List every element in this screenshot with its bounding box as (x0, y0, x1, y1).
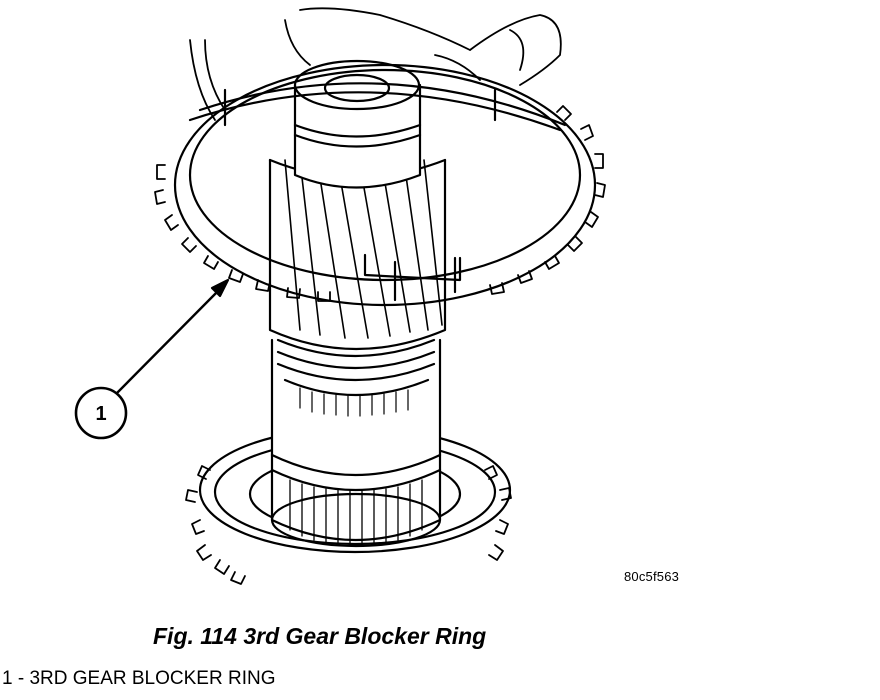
legend-text: 3RD GEAR BLOCKER RING (29, 668, 276, 689)
blocker-ring (154, 63, 606, 307)
image-code: 80c5f563 (624, 569, 680, 584)
legend-separator: - (12, 668, 30, 689)
gear-assembly-illustration: 1 (74, 7, 606, 585)
helical-gear (268, 158, 447, 351)
legend-item: 1 - 3RD GEAR BLOCKER RING (2, 668, 275, 690)
callout-circle (74, 386, 128, 440)
lower-gear-teeth (185, 465, 512, 585)
hand-outline (189, 7, 562, 121)
shaft-top-hub (293, 59, 422, 189)
blocker-ring-teeth (154, 105, 606, 302)
shaft-lower (270, 338, 442, 548)
callout-number: 1 (95, 403, 106, 425)
legend-number: 1 (2, 668, 13, 689)
figure-caption: Fig. 114 3rd Gear Blocker Ring (153, 623, 487, 649)
callout-leader (113, 278, 230, 397)
